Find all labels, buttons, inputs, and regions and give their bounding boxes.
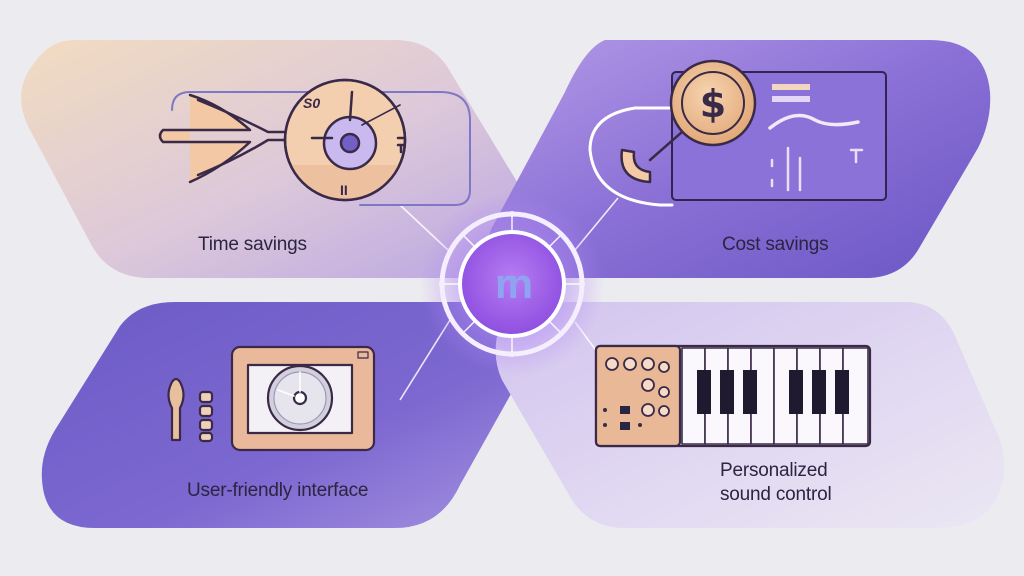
- keyboard-mixer-icon: [594, 344, 872, 448]
- screen-disc-icon: [167, 345, 376, 452]
- cost-savings-label: Cost savings: [722, 234, 829, 255]
- sound-control-label: Personalized sound control: [720, 459, 832, 507]
- hub-logo-text: rn: [495, 260, 533, 307]
- user-friendly-label: User-friendly interface: [187, 480, 369, 501]
- hub-logo: [420, 192, 604, 376]
- clock-dial-icon: [158, 78, 471, 206]
- time-dial-bottom-text: II: [340, 182, 348, 198]
- time-dial-top-text: S0: [303, 95, 320, 111]
- panel-time-savings: [21, 40, 534, 278]
- sound-control-label-line1: Personalized: [720, 460, 828, 481]
- dollar-coin-icon: $: [588, 59, 887, 207]
- sound-control-label-line2: sound control: [720, 484, 832, 505]
- svg-text:$: $: [700, 82, 726, 126]
- time-savings-label: Time savings: [198, 234, 307, 255]
